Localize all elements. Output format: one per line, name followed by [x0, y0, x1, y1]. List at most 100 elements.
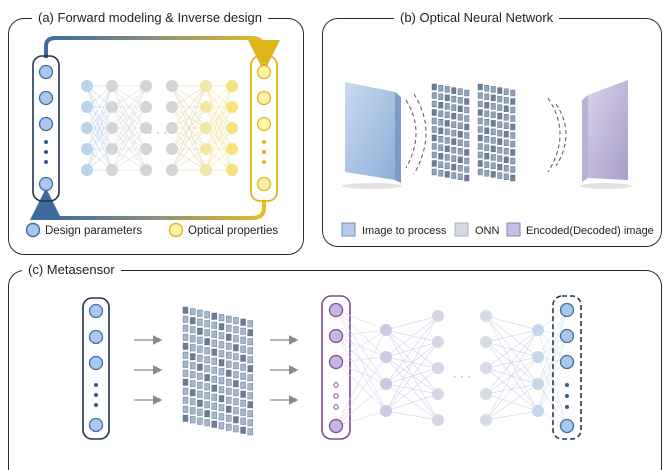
ellipsis-dot — [262, 140, 266, 144]
meta-atom — [218, 323, 225, 331]
onn-meta-atom — [457, 122, 463, 130]
onn-meta-atom — [503, 156, 509, 164]
onn-meta-atom — [457, 139, 463, 147]
output-node — [559, 418, 575, 434]
design-parameters-column — [32, 55, 60, 202]
meta-atom — [247, 320, 254, 328]
hidden-layer-node — [200, 143, 212, 155]
onn-meta-atom — [444, 171, 450, 178]
meta-atom — [189, 326, 196, 334]
network-edge — [485, 315, 539, 385]
hidden-layer-node — [480, 362, 492, 374]
meta-atom — [204, 419, 210, 427]
ellipsis-dot — [333, 382, 339, 388]
onn-meta-atom — [451, 112, 457, 120]
onn-meta-atom — [490, 128, 496, 136]
onn-meta-atom — [510, 132, 516, 139]
onn-meta-atom — [444, 111, 450, 119]
meta-atom — [240, 390, 246, 398]
network-edge — [335, 356, 387, 427]
ellipsis-dot — [44, 160, 48, 164]
onn-meta-atom — [444, 103, 450, 110]
input-node — [88, 417, 104, 433]
encoded-feature-column — [321, 295, 351, 440]
hidden-layer-node — [81, 101, 93, 113]
meta-atom — [233, 362, 239, 370]
hidden-layer-node — [432, 336, 444, 348]
meta-atom — [218, 359, 225, 367]
network-edge — [335, 361, 387, 385]
meta-atom — [189, 362, 196, 370]
network-edge — [335, 309, 387, 385]
panel-c-frame — [8, 270, 662, 470]
ellipsis-dot — [44, 150, 48, 154]
panel-c-network-edges — [335, 309, 568, 427]
meta-atom — [182, 351, 189, 359]
design-parameter-node — [38, 176, 54, 192]
hidden-layer-node — [81, 164, 93, 176]
inverse-loop-arrow — [30, 188, 266, 220]
onn-meta-atom — [484, 84, 490, 92]
optical-property-node — [256, 116, 272, 132]
onn-meta-atom — [497, 146, 503, 154]
meta-atom — [189, 344, 196, 352]
hidden-layer-node — [200, 164, 212, 176]
meta-atom — [247, 338, 254, 346]
meta-atom — [240, 345, 246, 353]
meta-atom — [204, 338, 210, 346]
network-edge — [111, 85, 147, 108]
onn-meta-atom — [457, 156, 463, 164]
network-edge — [537, 329, 568, 363]
network-edge — [335, 329, 387, 363]
meta-atom — [197, 345, 203, 353]
network-edge — [537, 309, 568, 385]
onn-meta-atom — [444, 162, 450, 170]
wavefront-arc — [547, 97, 561, 173]
meta-atom — [240, 417, 246, 425]
network-edge — [385, 315, 439, 358]
meta-atom — [204, 410, 210, 418]
design-parameter-node — [38, 64, 54, 80]
onn-meta-atom — [490, 103, 496, 110]
hidden-layer-node — [81, 143, 93, 155]
onn-meta-atom — [457, 114, 463, 121]
meta-atom — [211, 366, 218, 374]
network-edge — [385, 341, 439, 412]
onn-meta-atom — [503, 88, 509, 96]
meta-atom — [211, 312, 218, 320]
network-edge — [335, 335, 387, 385]
onn-meta-atom — [503, 173, 509, 181]
onn-meta-atom — [431, 109, 437, 116]
onn-meta-atom — [464, 140, 470, 148]
design-parameter-node — [38, 116, 54, 132]
input-node — [88, 329, 104, 345]
meta-atom — [211, 321, 218, 329]
meta-atom — [225, 333, 232, 341]
network-edge — [385, 410, 439, 421]
encoded-image-legend-icon — [506, 222, 521, 237]
network-edge — [385, 329, 439, 395]
onn-meta-atom — [438, 152, 444, 160]
network-edge — [385, 356, 439, 421]
onn-meta-atom — [431, 83, 437, 91]
network-edge — [485, 367, 539, 412]
network-edge — [485, 329, 539, 395]
hidden-layer-node — [106, 164, 118, 176]
optical-property-node — [256, 90, 272, 106]
meta-atom — [240, 354, 246, 362]
hidden-layer-node — [532, 351, 544, 363]
meta-atom — [182, 369, 189, 377]
onn-meta-atom — [438, 118, 444, 126]
hidden-layer-node — [81, 122, 93, 134]
hidden-layer-node — [432, 310, 444, 322]
optical-property-node — [256, 64, 272, 80]
meta-atom — [197, 399, 203, 407]
meta-atom — [218, 413, 225, 421]
network-edge — [485, 356, 539, 421]
hidden-layer-node — [166, 80, 178, 92]
hidden-layer-node — [140, 122, 152, 134]
onn-meta-atom — [510, 89, 516, 97]
network-edge — [385, 393, 439, 412]
onn-meta-atom — [431, 160, 437, 167]
hidden-layer-node — [432, 388, 444, 400]
